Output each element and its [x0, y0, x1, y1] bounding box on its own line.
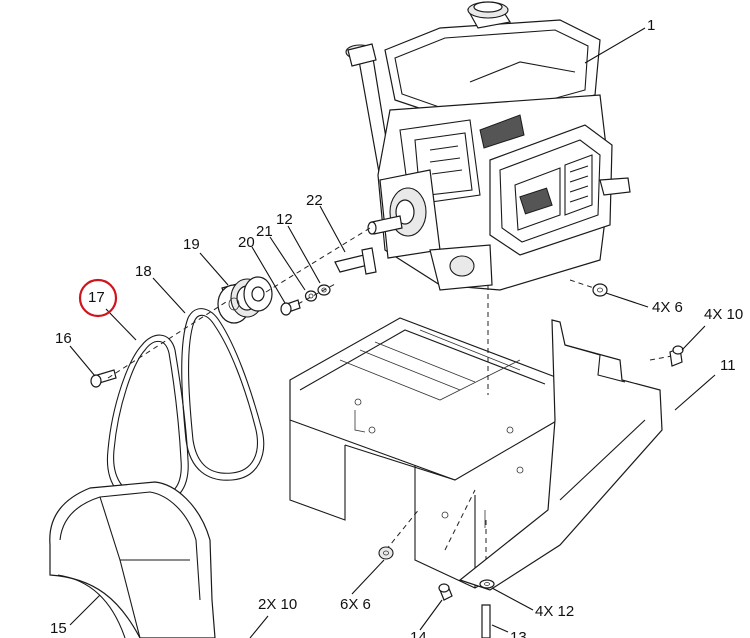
callout-16: 16 — [55, 330, 72, 347]
belt-part-18 — [181, 308, 265, 481]
bolt-part-16 — [90, 369, 117, 388]
bolt-part-4x10 — [669, 345, 684, 367]
callout-4x10: 4X 10 — [704, 306, 744, 323]
bolt-part-20 — [280, 299, 301, 316]
callout-22: 22 — [306, 192, 323, 209]
assembly-center-lines — [107, 227, 673, 560]
callout-4x6: 4X 6 — [652, 299, 683, 316]
callout-leaders — [69, 27, 716, 638]
callout-1: 1 — [647, 17, 656, 34]
callout-21: 21 — [256, 223, 273, 240]
pulley-part-19 — [217, 276, 273, 324]
callout-2x10: 2X 10 — [258, 596, 298, 613]
callout-14: 14 — [410, 629, 427, 638]
bolt-part-14 — [438, 583, 453, 601]
callout-6x6: 6X 6 — [340, 596, 371, 613]
callout-19: 19 — [183, 236, 200, 253]
callout-17: 17 — [88, 289, 105, 306]
belt-part-17 — [106, 334, 189, 506]
highlight-circle-17 — [78, 278, 118, 318]
callout-13: 13 — [510, 629, 527, 638]
shroud-part-11 — [458, 319, 663, 591]
bracket-part-22 — [334, 247, 377, 275]
belt-cover-part-15 — [49, 481, 216, 638]
callout-18: 18 — [135, 263, 152, 280]
bolt-part-13 — [481, 604, 491, 638]
nut-part-4x6 — [592, 283, 608, 297]
callout-15: 15 — [50, 620, 67, 637]
callout-12: 12 — [276, 211, 293, 228]
callout-11: 11 — [720, 357, 736, 374]
engine-assembly — [345, 1, 631, 291]
washer-part-4x12 — [479, 579, 495, 589]
nut-part-6x6 — [378, 546, 394, 560]
callout-20: 20 — [238, 234, 255, 251]
callout-4x12: 4X 12 — [535, 603, 575, 620]
